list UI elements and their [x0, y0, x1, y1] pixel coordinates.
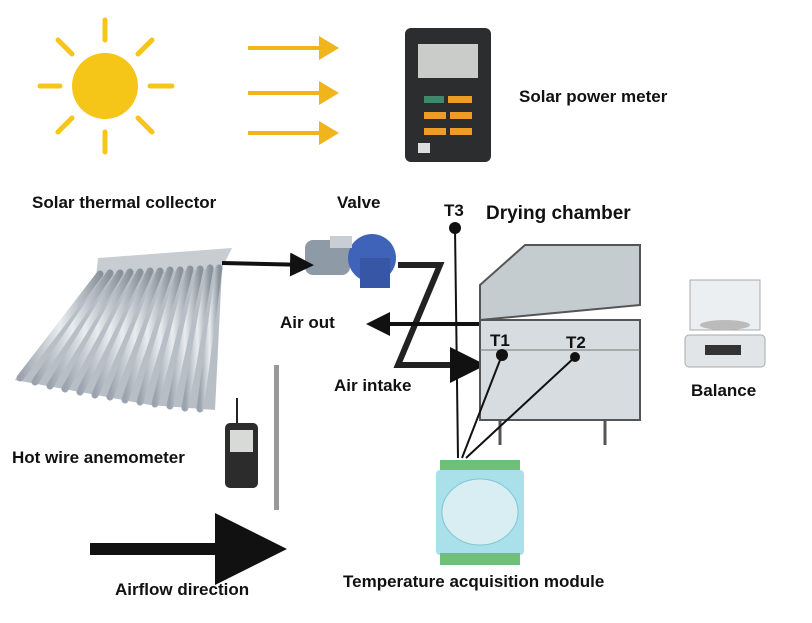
t2-label: T2 [566, 333, 586, 352]
solar-collector-icon [15, 248, 232, 413]
airflow-direction-label: Airflow direction [115, 580, 250, 599]
air-intake-label: Air intake [334, 376, 412, 395]
hot-wire-anemometer-label: Hot wire anemometer [12, 448, 185, 467]
t1-sensor-dot [496, 349, 508, 361]
solar-thermal-collector-label: Solar thermal collector [32, 193, 217, 212]
sun-icon [37, 17, 175, 155]
valve-fan-icon [305, 234, 396, 288]
drying-chamber-icon [479, 244, 641, 445]
solar-power-meter-label: Solar power meter [519, 87, 668, 106]
t3-label: T3 [444, 201, 464, 220]
t3-sensor-dot [449, 222, 461, 234]
sensor-wires [454, 227, 576, 459]
hot-wire-anemometer-icon [225, 365, 279, 510]
air-out-label: Air out [280, 313, 335, 332]
flow-lines [90, 252, 520, 585]
temperature-module-label: Temperature acquisition module [343, 572, 605, 591]
temperature-module-icon [436, 460, 524, 565]
t2-sensor-dot [570, 352, 580, 362]
balance-label: Balance [691, 381, 757, 400]
valve-label: Valve [337, 193, 381, 212]
balance-icon [684, 279, 766, 368]
drying-chamber-label: Drying chamber [486, 203, 631, 224]
t1-label: T1 [490, 331, 510, 350]
solar-power-meter-icon [405, 28, 491, 162]
radiation-arrows [248, 36, 339, 145]
